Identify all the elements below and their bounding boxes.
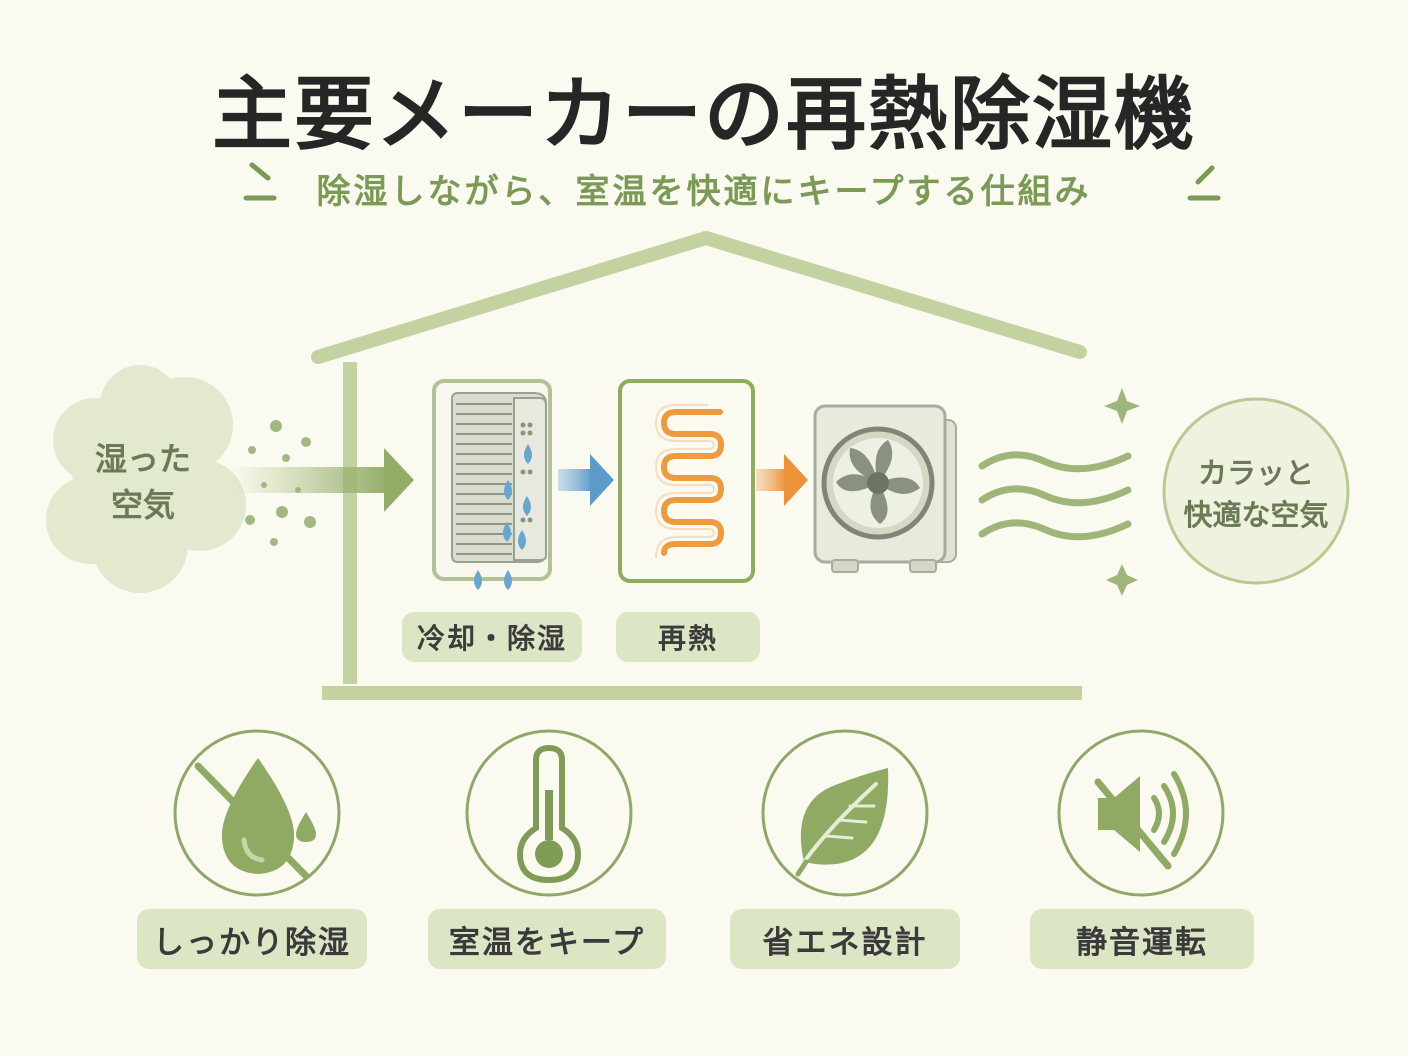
thermometer-icon bbox=[516, 744, 582, 884]
fresh-air-line1: カラッと bbox=[1197, 456, 1314, 490]
humid-air-line2: 空気 bbox=[110, 486, 175, 525]
feature-quiet-label: 静音運転 bbox=[1030, 909, 1254, 969]
page-subtitle: 除湿しながら、室温を快適にキープする仕組み bbox=[316, 172, 1092, 212]
reheat-coil-unit bbox=[618, 379, 755, 583]
sparkle-icon bbox=[1104, 388, 1140, 596]
humid-air-cloud bbox=[46, 365, 246, 593]
moisture-particles bbox=[245, 420, 316, 546]
fresh-air-label: カラッと 快適な空気 bbox=[1166, 452, 1346, 536]
water-drops bbox=[474, 444, 532, 590]
house-outline bbox=[311, 231, 1087, 700]
humid-air-label: 湿った 空気 bbox=[60, 436, 226, 529]
fresh-air-circle bbox=[1162, 397, 1350, 585]
fan-unit bbox=[813, 404, 957, 573]
subtitle-decoration-left bbox=[243, 162, 277, 201]
step-reheat-label: 再熱 bbox=[616, 612, 760, 662]
step-cooling-label: 冷却・除湿 bbox=[402, 612, 582, 662]
feature-energy-saving-label: 省エネ設計 bbox=[730, 909, 960, 969]
page-title: 主要メーカーの再熱除湿機 bbox=[212, 68, 1196, 161]
cool-air-arrow bbox=[558, 454, 614, 506]
leaf-icon bbox=[795, 768, 889, 877]
mute-speaker-icon bbox=[1094, 771, 1189, 870]
dry-air-waves bbox=[978, 451, 1132, 541]
intake-arrow bbox=[230, 448, 414, 512]
feature-dehumidify-label: しっかり除湿 bbox=[137, 909, 367, 969]
warm-air-arrow bbox=[756, 454, 808, 506]
no-water-drop-icon bbox=[194, 758, 316, 880]
feature-icon-circles bbox=[173, 729, 1225, 897]
fresh-air-line2: 快適な空気 bbox=[1183, 498, 1329, 533]
humid-air-line1: 湿った bbox=[94, 440, 191, 478]
cooling-coil-unit bbox=[432, 379, 552, 590]
feature-keep-temp-label: 室温をキープ bbox=[428, 909, 666, 969]
subtitle-decoration-right bbox=[1187, 165, 1221, 201]
